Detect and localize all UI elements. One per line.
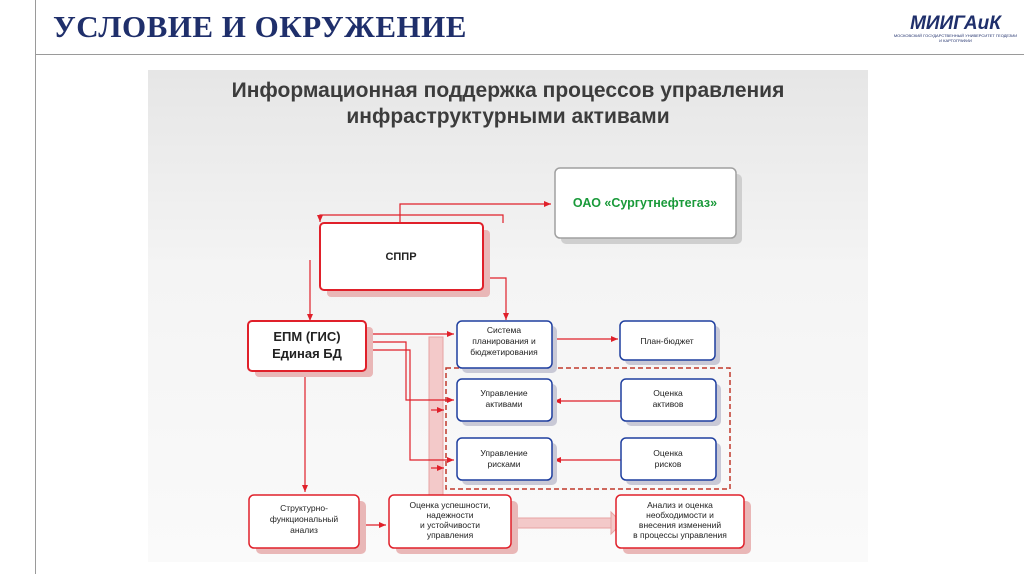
node-asset-evaluation: Оценка активов (620, 378, 721, 426)
connectors (302, 201, 621, 528)
slide-title: Информационная поддержка процессов управ… (148, 78, 868, 130)
success-label-2: надежности (426, 510, 473, 520)
logo-subtitle: МОСКОВСКИЙ ГОСУДАРСТВЕННЫЙ УНИВЕРСИТЕТ Г… (893, 33, 1018, 43)
risk-asset-group-frame (445, 367, 731, 490)
sfa-label-1: Структурно- (280, 503, 328, 513)
slide-title-line2: инфраструктурными активами (346, 105, 670, 128)
epm-label-2: Единая БД (272, 346, 343, 361)
planning-label-3: бюджетирования (470, 347, 538, 357)
logo-name: МИИГАиК (910, 13, 1001, 34)
success-label-1: Оценка успешности, (409, 500, 490, 510)
epm-to-risk-mgmt-arrow (368, 349, 454, 463)
page-title: УСЛОВИЕ И ОКРУЖЕНИЕ (53, 9, 467, 44)
oao-to-sppr-arrow (317, 214, 504, 223)
node-structural-analysis: Структурно- функциональный анализ (248, 494, 366, 554)
success-label-3: и устойчивости (420, 520, 480, 530)
risk-mgmt-label-2: рисками (488, 459, 521, 469)
success-label-4: управления (427, 530, 474, 540)
node-oao: ОАО «Сургутнефтегаз» (554, 167, 742, 244)
sfa-label-2: функциональный (270, 514, 339, 524)
success-to-analysis-arrow (516, 510, 623, 536)
sppr-label: СППР (385, 251, 416, 263)
node-asset-management: Управление активами (456, 378, 557, 426)
planning-label-2: планирования и (472, 336, 536, 346)
analysis-label-2: необходимости и (646, 510, 714, 520)
node-change-analysis: Анализ и оценка необходимости и внесения… (615, 494, 751, 554)
epm-to-asset-mgmt-arrow (368, 341, 454, 403)
sppr-to-oao-arrow (399, 201, 551, 223)
left-divider-line (35, 0, 36, 574)
slide-panel: Информационная поддержка процессов управ… (148, 70, 868, 562)
node-epm: ЕПМ (ГИС) Единая БД (247, 320, 373, 377)
risk-mgmt-label-1: Управление (480, 448, 528, 458)
asset-eval-label-1: Оценка (653, 388, 683, 398)
planning-label-1: Система (487, 325, 522, 335)
analysis-label-1: Анализ и оценка (647, 500, 713, 510)
node-planning-system: Система планирования и бюджетирования (456, 320, 557, 373)
risk-eval-label-2: рисков (655, 459, 682, 469)
slide-title-line1: Информационная поддержка процессов управ… (231, 79, 785, 102)
node-risk-management: Управление рисками (456, 437, 557, 485)
epm-label-1: ЕПМ (ГИС) (273, 329, 340, 344)
node-success-evaluation: Оценка успешности, надежности и устойчив… (388, 494, 518, 554)
node-risk-evaluation: Оценка рисков (620, 437, 721, 485)
plan-budget-label: План-бюджет (640, 336, 693, 346)
analysis-label-4: в процессы управления (633, 530, 727, 540)
university-logo: МИИГАиК МОСКОВСКИЙ ГОСУДАРСТВЕННЫЙ УНИВЕ… (893, 14, 1018, 44)
sfa-label-3: анализ (290, 525, 318, 535)
asset-mgmt-label-2: активами (486, 399, 523, 409)
process-diagram: ОАО «Сургутнефтегаз» СППР ЕПМ (ГИС) Един… (247, 167, 751, 554)
asset-mgmt-label-1: Управление (480, 388, 528, 398)
header-divider-line (35, 54, 1024, 55)
analysis-label-3: внесения изменений (639, 520, 721, 530)
node-plan-budget: План-бюджет (619, 320, 720, 365)
node-sppr: СППР (319, 222, 490, 297)
oao-label: ОАО «Сургутнефтегаз» (573, 196, 717, 210)
asset-eval-label-2: активов (653, 399, 684, 409)
risk-eval-label-1: Оценка (653, 448, 683, 458)
